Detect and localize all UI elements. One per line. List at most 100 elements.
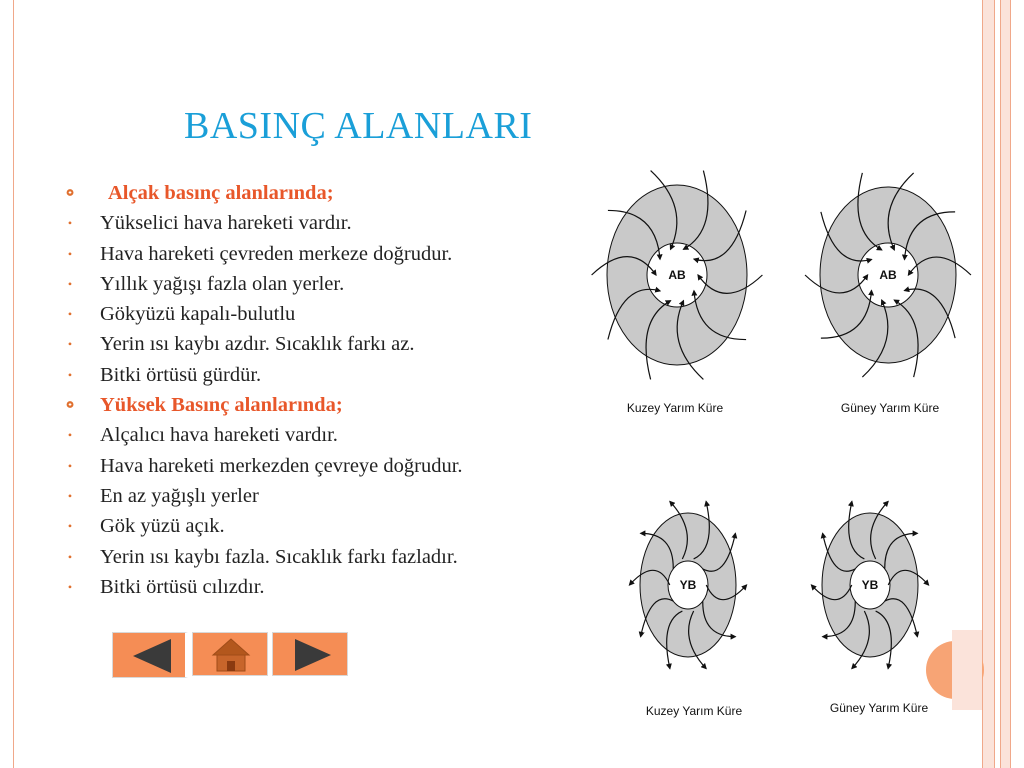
- wind-arrow: [821, 601, 856, 640]
- center-label: AB: [879, 268, 897, 282]
- home-icon: [211, 638, 251, 672]
- diagram-caption: Güney Yarım Küre: [841, 401, 940, 415]
- wind-arrow: [884, 530, 919, 569]
- wind-arrow: [639, 530, 674, 569]
- dot-bullet-icon: •: [67, 367, 73, 382]
- wind-arrow: [702, 532, 738, 572]
- bullet-item: • En az yağışlı yerler: [60, 481, 463, 511]
- wind-arrow: [692, 210, 747, 264]
- wind-arrow: [591, 256, 657, 276]
- bullet-text: Bitki örtüsü cılızdır.: [100, 575, 265, 598]
- wind-arrow: [688, 610, 707, 670]
- wind-arrow: [875, 610, 893, 670]
- wind-arrow: [857, 172, 883, 251]
- wind-arrow: [650, 170, 678, 251]
- bullet-text: Yıllık yağışı fazla olan yerler.: [100, 272, 345, 295]
- home-button[interactable]: [192, 632, 268, 676]
- wind-arrow: [861, 299, 889, 378]
- wind-arrow: [820, 289, 875, 339]
- wind-arrow: [691, 289, 747, 341]
- frame-line: [994, 0, 995, 768]
- bullet-item: •Gökyüzü kapalı-bulutlu: [60, 299, 463, 329]
- decorative-stripe: [952, 630, 982, 710]
- dot-bullet-icon: •: [67, 276, 73, 291]
- decorative-stripe: [1000, 0, 1010, 768]
- frame-line: [1010, 0, 1011, 768]
- high-pressure-north: YB: [628, 500, 748, 670]
- bullet-text: Alçak basınç alanlarında;: [108, 182, 334, 204]
- bullet-item: • Hava hareketi çevreden merkeze doğrudur…: [60, 239, 463, 269]
- ring-bullet-icon: ⚬: [62, 183, 78, 203]
- bullet-item: • Yıllık yağışı fazla olan yerler.: [60, 269, 463, 299]
- wind-arrow: [901, 211, 956, 261]
- wind-arrow: [847, 500, 865, 560]
- center-label: AB: [668, 268, 686, 282]
- bullet-text: Yerin ısı kaybı fazla. Sıcaklık farkı fa…: [100, 545, 458, 568]
- wind-arrow: [820, 532, 856, 572]
- frame-line: [13, 0, 14, 768]
- wind-arrow: [702, 601, 737, 640]
- low-pressure-diagram: AB AB Kuzey Yarım Küre Güney Yarım Küre: [591, 170, 972, 415]
- wind-arrow: [887, 172, 915, 251]
- next-button[interactable]: [272, 632, 348, 676]
- dot-bullet-icon: •: [67, 216, 73, 231]
- wind-arrow: [628, 569, 671, 586]
- wind-arrow: [804, 274, 869, 294]
- wind-arrow: [693, 500, 711, 560]
- wind-arrow: [705, 584, 748, 601]
- dot-bullet-icon: •: [67, 337, 73, 352]
- wind-arrow: [645, 300, 672, 380]
- bullet-item: • Yerin ısı kaybı azdır. Sıcaklık farkı a…: [60, 329, 463, 359]
- low-pressure-north: AB: [591, 170, 763, 380]
- frame-line: [1000, 0, 1001, 768]
- slide-title: BASINÇ ALANLARI: [184, 105, 533, 147]
- bullet-item: •Alçalıcı hava hareketi vardır.: [60, 420, 463, 450]
- wind-arrow: [638, 598, 674, 638]
- bullet-text: Hava hareketi merkezden çevreye doğrudur…: [100, 454, 463, 477]
- dot-bullet-icon: •: [67, 246, 73, 261]
- bullet-text: Yüksek Basınç alanlarında;: [100, 394, 343, 417]
- dot-bullet-icon: •: [67, 519, 73, 534]
- bullet-item: • Gök yüzü açık.: [60, 511, 463, 541]
- wind-arrow: [893, 299, 919, 378]
- bullet-item: • Yükselici hava hareketi vardır.: [60, 208, 463, 238]
- ring-bullet-icon: ⚬: [62, 395, 78, 416]
- bullet-heading: ⚬ Yüksek Basınç alanlarında;: [60, 390, 463, 420]
- high-pressure-south: YB: [810, 500, 930, 670]
- bullet-text: Yükselici hava hareketi vardır.: [100, 212, 352, 235]
- bullet-text: En az yağışlı yerler: [100, 484, 259, 507]
- wind-arrow: [682, 170, 709, 250]
- wind-arrow: [810, 584, 853, 601]
- bullet-text: Gökyüzü kapalı-bulutlu: [100, 303, 296, 326]
- diagram-caption: Kuzey Yarım Küre: [646, 704, 743, 718]
- inner-center: [667, 560, 709, 610]
- bullet-text: Hava hareketi çevreden merkeze doğrudur.: [100, 242, 453, 265]
- wind-arrow: [676, 299, 704, 380]
- dot-bullet-icon: •: [67, 458, 73, 473]
- bullet-item: • Hava hareketi merkezden çevreye doğrudu…: [60, 451, 463, 481]
- bullet-text: Yerin ısı kaybı azdır. Sıcaklık farkı az…: [100, 333, 415, 356]
- wind-arrow: [887, 569, 930, 586]
- diagram-caption: Kuzey Yarım Küre: [627, 401, 724, 415]
- bullet-text: Gök yüzü açık.: [100, 515, 225, 538]
- bullet-item: • Yerin ısı kaybı fazla. Sıcaklık farkı f…: [60, 542, 463, 572]
- wind-arrow: [820, 211, 873, 264]
- dot-bullet-icon: •: [67, 488, 73, 503]
- dot-bullet-icon: •: [67, 549, 73, 564]
- wind-arrow: [907, 256, 972, 276]
- decorative-stripe: [982, 0, 994, 768]
- previous-button[interactable]: [112, 632, 188, 678]
- wind-arrow: [851, 610, 870, 670]
- wind-arrow: [607, 286, 662, 340]
- right-triangle-icon: [295, 639, 331, 671]
- center-label: YB: [680, 578, 697, 592]
- diagram-caption: Güney Yarım Küre: [830, 701, 929, 715]
- wind-arrow: [903, 286, 956, 339]
- wind-arrow: [697, 274, 763, 294]
- bullet-list: ⚬ Alçak basınç alanlarında; • Yükselici hav…: [60, 178, 463, 602]
- dot-bullet-icon: •: [67, 579, 73, 594]
- wind-arrow: [669, 500, 688, 560]
- bullet-text: Alçalıcı hava hareketi vardır.: [100, 424, 338, 447]
- bullet-item: • Bitki örtüsü cılızdır.: [60, 572, 463, 602]
- frame-line: [982, 0, 983, 768]
